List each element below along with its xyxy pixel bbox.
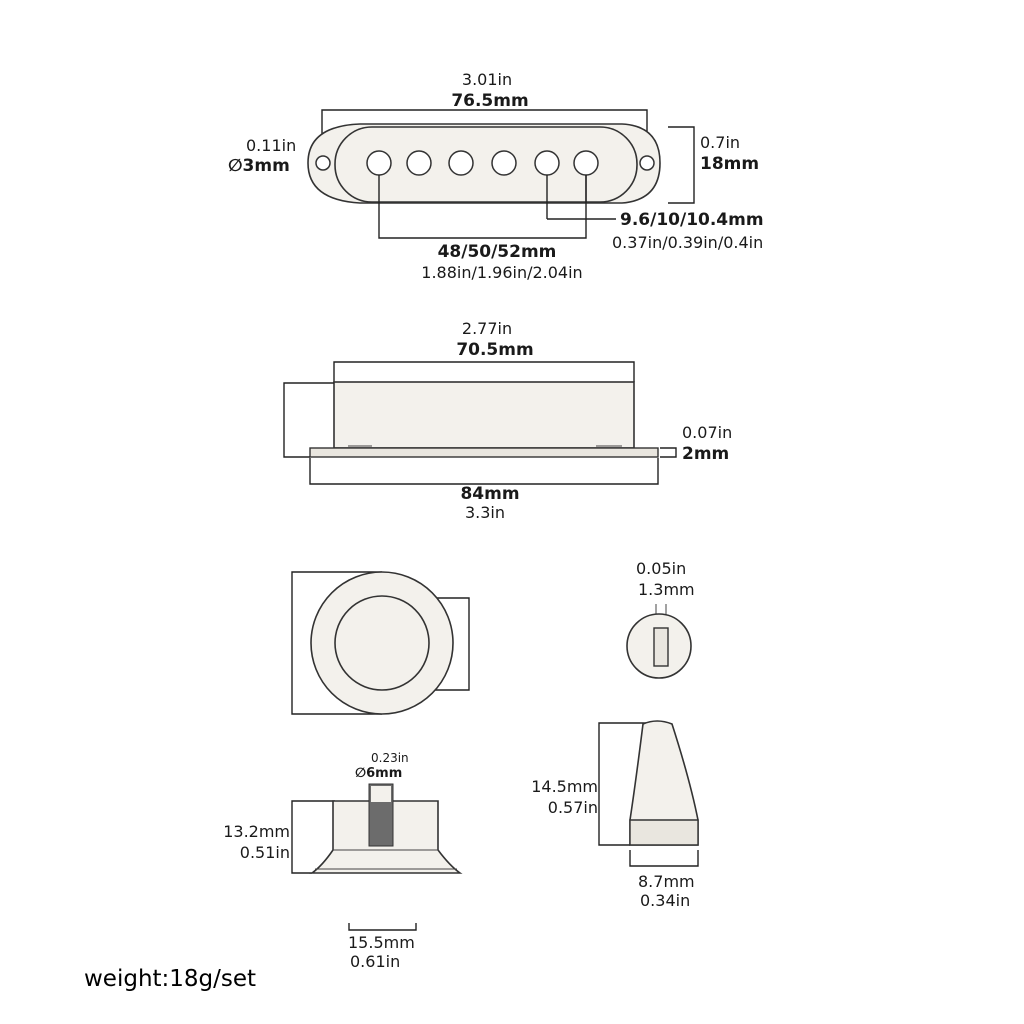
cover-length-mm: 70.5mm xyxy=(456,340,533,360)
base-length-in: 3.3in xyxy=(465,503,505,522)
pole-piece-6 xyxy=(573,150,599,176)
pickup-top-view: 3.01in 76.5mm 0.11in ∅3mm 0.7in 18mm 9.6… xyxy=(228,70,764,282)
knob-height-in: 0.51in xyxy=(240,843,290,862)
pole-piece-1 xyxy=(366,150,392,176)
tip-width-dim-line xyxy=(629,850,699,867)
pole-gap-in: 0.37in/0.39in/0.4in xyxy=(612,233,763,252)
knob-inner-circle xyxy=(334,595,430,691)
pickup-base-plate xyxy=(309,447,659,458)
base-length-mm: 84mm xyxy=(460,484,519,504)
tip-width-in: 0.34in xyxy=(640,891,690,910)
pole-gap-mm: 9.6/10/10.4mm xyxy=(620,210,764,230)
tip-height-bracket xyxy=(598,722,656,846)
shaft-diameter-mm: ∅6mm xyxy=(355,766,402,781)
switch-tip-collar xyxy=(629,819,699,846)
pickup-height-in: 0.7in xyxy=(700,133,740,152)
knob-height-bracket xyxy=(291,800,335,874)
shaft-diameter-in: 0.23in xyxy=(371,751,409,765)
knob-width-in: 0.61in xyxy=(350,952,400,971)
knob-shaft-top xyxy=(371,786,391,802)
hole-diameter-in: 0.11in xyxy=(246,136,296,155)
pickup-cover-side xyxy=(333,381,635,449)
switch-tip-body xyxy=(629,720,699,846)
knob-top-view xyxy=(291,571,470,715)
knob-side-view: 0.23in ∅6mm 13.2mm 0.51in 15.5mm 0.61in xyxy=(223,751,463,971)
base-length-dim-line xyxy=(309,458,659,485)
pole-span-mm: 48/50/52mm xyxy=(438,242,557,262)
pole-piece-5 xyxy=(534,150,560,176)
side-height-bracket xyxy=(283,382,334,458)
base-thickness-dim-line xyxy=(660,447,677,458)
pickup-side-view: 2.77in 70.5mm 0.07in 2mm 84mm 3.3in xyxy=(283,319,732,522)
cover-length-in: 2.77in xyxy=(462,319,512,338)
pole-span-dim-line xyxy=(378,175,587,239)
cover-length-dim-line xyxy=(333,361,635,382)
slot-width-mm: 1.3mm xyxy=(638,580,695,599)
pickup-cover xyxy=(334,126,638,203)
pickup-length-mm: 76.5mm xyxy=(451,91,528,111)
pickup-height-dim-line xyxy=(668,126,695,204)
tip-slot xyxy=(653,627,669,667)
slot-width-in: 0.05in xyxy=(636,559,686,578)
tip-height-mm: 14.5mm xyxy=(531,777,598,796)
pole-piece-4 xyxy=(491,150,517,176)
weight-label: weight:18g/set xyxy=(84,966,257,992)
mount-hole-left xyxy=(315,155,331,171)
knob-width-mm: 15.5mm xyxy=(348,933,415,952)
knob-height-mm: 13.2mm xyxy=(223,822,290,841)
switch-tip-top-view: 0.05in 1.3mm xyxy=(626,559,695,679)
switch-tip-side-view: 14.5mm 0.57in 8.7mm 0.34in xyxy=(531,720,699,910)
knob-outer-bracket xyxy=(291,571,382,715)
tip-height-in: 0.57in xyxy=(548,798,598,817)
mount-hole-right xyxy=(639,155,655,171)
pole-span-in: 1.88in/1.96in/2.04in xyxy=(421,263,582,282)
base-thickness-mm: 2mm xyxy=(682,444,729,464)
knob-width-dim-line xyxy=(348,923,417,931)
base-thickness-in: 0.07in xyxy=(682,423,732,442)
pickup-length-in: 3.01in xyxy=(462,70,512,89)
pickup-height-mm: 18mm xyxy=(700,154,759,174)
hole-diameter-mm: ∅3mm xyxy=(228,156,290,176)
pole-piece-2 xyxy=(406,150,432,176)
tip-width-mm: 8.7mm xyxy=(638,872,695,891)
pole-piece-3 xyxy=(448,150,474,176)
